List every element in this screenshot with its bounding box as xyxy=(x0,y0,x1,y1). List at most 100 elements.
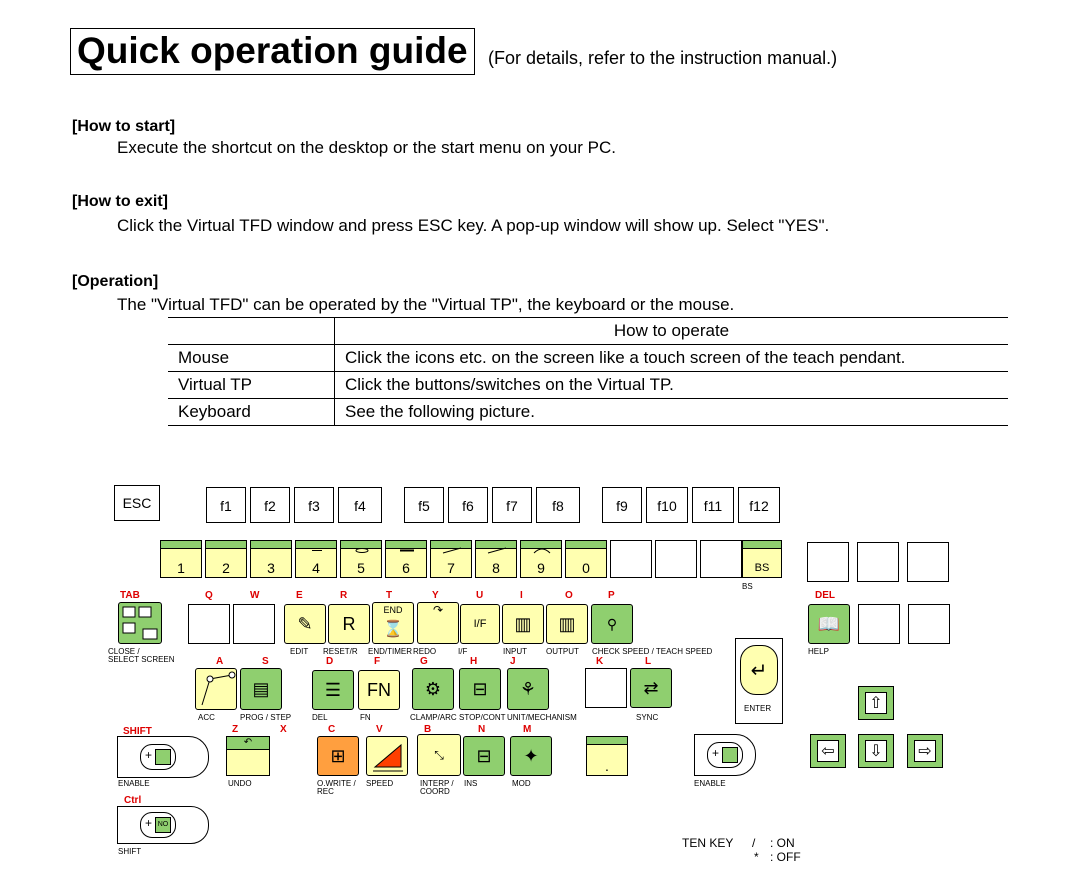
title-note: (For details, refer to the instruction m… xyxy=(488,48,838,68)
letter-q: Q xyxy=(205,590,213,601)
ins-label: INS xyxy=(464,779,478,788)
clamp-arc-key: ⚙ xyxy=(412,668,454,710)
robot-arm-icon: ⚘ xyxy=(519,678,537,699)
num-key-label: 2 xyxy=(222,560,230,576)
hourglass-icon: ⌛ xyxy=(383,621,403,638)
mod-label: MOD xyxy=(512,779,531,788)
reset-icon: R xyxy=(342,613,356,634)
ins-key: ⊟ xyxy=(463,736,505,776)
letter-c: C xyxy=(328,724,336,735)
blank-key xyxy=(585,668,627,708)
num-key-label: 6 xyxy=(402,560,410,576)
letter-z: Z xyxy=(232,724,239,735)
letter-ctrl: Ctrl xyxy=(124,795,142,806)
enable-switch-icon: + xyxy=(707,742,743,768)
arrow-down-key: ⇩ xyxy=(858,734,894,768)
input-key: ▥ xyxy=(502,604,544,644)
fn-key: FN xyxy=(358,670,400,710)
table-row: Mouse Click the icons etc. on the screen… xyxy=(168,344,1008,372)
shift-label: SHIFT xyxy=(118,847,142,856)
operation-text: The "Virtual TFD" can be operated by the… xyxy=(117,295,735,314)
arrow-right-icon: ⇨ xyxy=(914,740,936,762)
overwrite-icon: ⊞ xyxy=(330,745,346,766)
how-to-start-text: Execute the shortcut on the desktop or t… xyxy=(117,138,616,157)
enable-right-label: ENABLE xyxy=(694,779,726,788)
reset-key: R xyxy=(328,604,370,644)
letter-s: S xyxy=(262,656,269,667)
num-key-4: 4 xyxy=(295,540,337,578)
letter-t: T xyxy=(386,590,393,601)
num-key-9: 9 xyxy=(520,540,562,578)
edit-label: EDIT xyxy=(290,647,309,656)
letter-m: M xyxy=(523,724,532,735)
letter-i: I xyxy=(520,590,523,601)
num-key-label: 3 xyxy=(267,560,275,576)
letter-a: A xyxy=(216,656,224,667)
f4-key: f4 xyxy=(338,487,382,523)
enable-switch-icon: + xyxy=(140,744,176,770)
if-label: I/F xyxy=(458,647,468,656)
tool-icon xyxy=(312,550,322,551)
table-cell-how: Click the icons etc. on the screen like … xyxy=(334,344,1008,372)
insert-icon: ⊟ xyxy=(476,745,492,766)
f8-key: f8 xyxy=(536,487,580,523)
f11-key: f11 xyxy=(692,487,734,523)
num-key-label: 9 xyxy=(537,560,545,576)
end-timer-label: END/TIMER xyxy=(368,647,412,656)
owrite-rec-key: ⊞ xyxy=(317,736,359,776)
arrow-left-icon: ⇦ xyxy=(817,740,839,762)
operation-table: How to operate Mouse Click the icons etc… xyxy=(168,317,1008,426)
letter-o: O xyxy=(565,590,573,601)
prog-step-icon: ▤ xyxy=(252,678,270,699)
num-key-5: 5 xyxy=(340,540,382,578)
modify-icon: ✦ xyxy=(523,745,539,766)
num-key-label: 7 xyxy=(447,560,455,576)
f2-key: f2 xyxy=(250,487,290,523)
end-icon: END xyxy=(383,605,403,615)
page-title: Quick operation guide xyxy=(70,28,475,75)
letter-y: Y xyxy=(432,590,439,601)
table-row: Keyboard See the following picture. xyxy=(168,398,1008,426)
path-icon xyxy=(487,547,507,554)
undo-icon: ↶ xyxy=(227,737,269,750)
acc-icon xyxy=(201,671,236,706)
ten-key-on: : ON xyxy=(770,836,795,850)
output-label: OUTPUT xyxy=(546,647,579,656)
num-key-8: 8 xyxy=(475,540,517,578)
check-speed-key: ⚲ xyxy=(591,604,633,644)
table-header: How to operate xyxy=(334,317,1008,345)
sync-label: SYNC xyxy=(636,713,659,722)
enter-label: ENTER xyxy=(744,704,772,713)
mod-key: ✦ xyxy=(510,736,552,776)
edit-icon: ✎ xyxy=(297,613,313,634)
screen-select-icon xyxy=(122,606,158,640)
speed-bars-icon xyxy=(373,743,403,772)
stop-cont-icon: ⊟ xyxy=(472,678,488,699)
blank-key xyxy=(857,542,899,582)
ten-key-star: * xyxy=(754,850,759,864)
shift-key: + NO xyxy=(117,806,209,844)
letter-u: U xyxy=(476,590,484,601)
ten-key-label: TEN KEY xyxy=(682,836,734,850)
rec-label: REC xyxy=(317,787,334,796)
enable-right-key: + xyxy=(694,734,756,776)
interp-label: INTERP / xyxy=(420,779,454,788)
backspace-icon: BS xyxy=(754,562,770,574)
blank-key xyxy=(655,540,697,578)
select-screen-label: SELECT SCREEN xyxy=(108,655,175,664)
unit-mechanism-key: ⚘ xyxy=(507,668,549,710)
period-key: . xyxy=(586,736,628,776)
num-key-label: 4 xyxy=(312,560,320,576)
close-label: CLOSE / xyxy=(108,647,140,656)
ten-key-off: : OFF xyxy=(770,850,801,864)
letter-shift: SHIFT xyxy=(123,726,152,737)
letter-h: H xyxy=(470,656,478,667)
acc-key xyxy=(195,668,237,710)
letter-d: D xyxy=(326,656,334,667)
num-key-6: 6 xyxy=(385,540,427,578)
redo-label: REDO xyxy=(413,647,437,656)
f1-key: f1 xyxy=(206,487,246,523)
f12-key: f12 xyxy=(738,487,780,523)
letter-w: W xyxy=(250,590,260,601)
fn-label: FN xyxy=(360,713,371,722)
